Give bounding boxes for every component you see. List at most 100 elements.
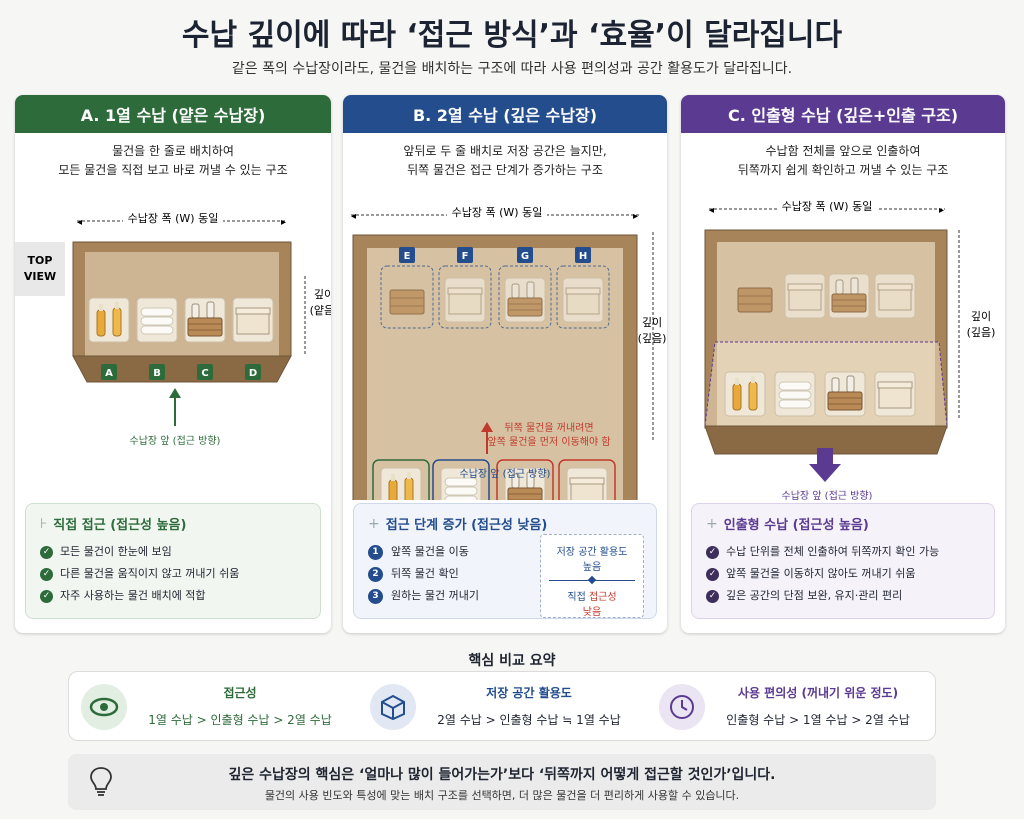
note-text: 수납 단위를 전체 인출하여 뒤쪽까지 확인 가능 — [726, 545, 940, 558]
panel-a-desc-line: 모든 물건을 직접 보고 바로 꺼낼 수 있는 구조 — [58, 163, 288, 177]
summary-label: 접근성 — [223, 686, 257, 700]
step-text: 원하는 물건 꺼내기 — [391, 589, 479, 602]
box-icon — [232, 297, 274, 343]
down-arrow-icon — [809, 464, 841, 482]
summary-value: 2열 수납 > 인출형 수납 ≒ 1열 수납 — [437, 713, 621, 727]
check-icon: ✓ — [40, 589, 53, 603]
bottles-icon — [88, 297, 130, 343]
note-text: 모든 물건이 한눈에 보임 — [60, 545, 172, 558]
note-title: 접근 단계 증가 (접근성 낮음) — [385, 518, 548, 533]
plus-icon: + — [368, 515, 380, 532]
step-number-icon: 1 — [368, 544, 383, 560]
summary-label: 사용 편의성 (꺼내기 위운 정도) — [737, 686, 899, 700]
check-icon: ✓ — [706, 545, 719, 559]
page-title: 수납 깊이에 따라 ‘접근 방식’과 ‘효율’이 달라집니다 — [181, 18, 843, 53]
warning-text: 앞쪽 물건을 먼저 이동해야 함 — [487, 435, 610, 448]
list-item: ✓ 수납 단위를 전체 인출하여 뒤쪽까지 확인 가능 — [706, 541, 980, 563]
step-number-icon: 2 — [368, 566, 383, 582]
slot-label: G — [521, 251, 529, 262]
depth-label: 깊이 — [642, 316, 662, 329]
panel-a-description: 물건을 한 줄로 배치하여 모든 물건을 직접 보고 바로 꺼낼 수 있는 구조 — [15, 142, 331, 180]
basket-icon — [184, 297, 226, 343]
panel-a-header: A. 1열 수납 (얕은 수납장) — [15, 95, 331, 133]
tradeoff-bottom: 직접 — [567, 592, 586, 603]
panel-b-description: 앞뒤로 두 줄 배치로 저장 공간은 늘지만, 뒤쪽 물건은 접근 단계가 증가… — [343, 142, 667, 180]
pullout-illustration: ◂▸ 수납장 폭 (W) 동일 수납장 앞 (접근 방향) 깊이 (깊음) — [704, 200, 995, 500]
svg-text:▸: ▸ — [633, 211, 638, 222]
panel-c-description: 수납함 전체를 앞으로 인출하여 뒤쪽까지 쉽게 확인하고 꺼낼 수 있는 구조 — [681, 142, 1005, 180]
check-icon: ✓ — [40, 567, 53, 581]
box-icon — [874, 371, 916, 417]
front-label: 수납장 앞 (접근 방향) — [130, 435, 221, 447]
tradeoff-top: 높음 — [582, 562, 602, 573]
panel-b-desc-line: 앞뒤로 두 줄 배치로 저장 공간은 늘지만, — [403, 144, 607, 158]
tradeoff-box: 저장 공간 활용도 높음 직접 접근성 낮음 — [540, 534, 644, 618]
list-item: ✓ 다른 물건을 움직이지 않고 꺼내기 쉬움 — [40, 563, 306, 585]
tradeoff-bottom: 낮음 — [582, 607, 602, 618]
summary-box: 접근성 1열 수납 > 인출형 수납 > 2열 수납 저장 공간 활용도 2열 … — [68, 671, 936, 741]
slot-label: B — [153, 368, 161, 379]
front-label: 수납장 앞 (접근 방향) — [782, 490, 873, 500]
bottles-icon — [724, 371, 766, 417]
top-view-badge — [15, 242, 65, 296]
list-item: ✓ 모든 물건이 한눈에 보임 — [40, 541, 306, 563]
panel-single-row: A. 1열 수납 (얕은 수납장) 물건을 한 줄로 배치하여 모든 물건을 직… — [15, 95, 331, 633]
width-label: 수납장 폭 (W) 동일 — [452, 205, 543, 219]
summary-convenience: 사용 편의성 (꺼내기 위운 정도) 인출형 수납 > 1열 수납 > 2열 수… — [647, 672, 936, 742]
step-item: 1 앞쪽 물건을 이동 — [368, 541, 642, 563]
width-label: 수납장 폭 (W) 동일 — [128, 211, 219, 225]
up-arrow-icon — [481, 422, 493, 432]
tradeoff-bottom: 접근성 — [588, 592, 617, 603]
panel-a-notes: ⊦직접 접근 (접근성 높음) ✓모든 물건이 한눈에 보임 ✓다른 물건을 움… — [25, 503, 321, 619]
plus-icon: + — [706, 515, 718, 532]
list-item: ✓앞쪽 물건을 이동하지 않아도 꺼내기 쉬움 — [706, 563, 980, 585]
step-item: 2 뒤쪽 물건 확인 — [368, 563, 642, 585]
summary-label: 저장 공간 활용도 — [486, 686, 572, 700]
up-arrow-icon — [169, 388, 181, 398]
check-icon: ✓ — [706, 567, 719, 581]
panel-c-notes: + 인출형 수납 (접근성 높음) ✓ 수납 단위를 전체 인출하여 뒤쪽까지 확인… — [691, 503, 995, 619]
panel-b-header: B. 2열 수납 (깊은 수납장) — [343, 95, 667, 133]
step-text: 앞쪽 물건을 이동 — [391, 545, 469, 558]
svg-text:▸: ▸ — [281, 217, 286, 228]
check-icon: ✓ — [40, 545, 53, 559]
warning-text: 뒤쪽 물건을 꺼내려면 — [504, 422, 593, 434]
note-title: 인출형 수납 (접근성 높음) — [723, 518, 869, 533]
panel-c-header: C. 인출형 수납 (깊은+인출 구조) — [681, 95, 1005, 133]
note-text: 자주 사용하는 물건 배치에 적합 — [60, 589, 206, 602]
towels-icon — [774, 371, 816, 417]
single-row-illustration: TOP VIEW ◂▸ 수납장 폭 (W) 동일 A B C D 깊이 (얕음)… — [15, 210, 331, 447]
list-item: ✓ 자주 사용하는 물건 배치에 적합 — [40, 585, 306, 607]
tip-main: 깊은 수납장의 핵심은 ‘얼마나 많이 들어가는가’보다 ‘뒤쪽까지 어떻게 접… — [228, 767, 776, 783]
box-icon — [370, 684, 416, 730]
slot-label: A — [105, 368, 113, 379]
tip-box: 깊은 수납장의 핵심은 ‘얼마나 많이 들어가는가’보다 ‘뒤쪽까지 어떻게 접… — [68, 754, 936, 810]
eye-icon — [81, 684, 127, 730]
summary-value: 1열 수납 > 인출형 수납 > 2열 수납 — [148, 713, 332, 727]
front-label: 수납장 앞 (접근 방향) — [459, 469, 551, 480]
clock-icon — [659, 684, 705, 730]
slot-label: E — [404, 251, 411, 262]
panel-double-row: B. 2열 수납 (깊은 수납장) 앞뒤로 두 줄 배치로 저장 공간은 늘지만… — [343, 95, 667, 633]
svg-text:◂: ◂ — [709, 205, 714, 216]
panel-c-desc-line: 수납함 전체를 앞으로 인출하여 — [765, 144, 921, 158]
step-number-icon: 3 — [368, 588, 383, 604]
depth-label: 깊이 — [971, 310, 991, 323]
depth-label: (깊음) — [638, 332, 667, 345]
slot-label: C — [201, 368, 208, 379]
towels-icon — [136, 297, 178, 343]
basket-icon — [824, 371, 866, 417]
tradeoff-top: 저장 공간 활용도 — [556, 547, 628, 558]
check-icon: ✓ — [706, 589, 719, 603]
step-text: 뒤쪽 물건 확인 — [391, 567, 459, 580]
note-text: 깊은 공간의 단점 보완, 유지·관리 편리 — [726, 589, 903, 602]
summary-title: 핵심 비교 요약 — [468, 653, 556, 669]
panel-b-desc-line: 뒤쪽 물건은 접근 단계가 증가하는 구조 — [407, 163, 603, 177]
list-item: ✓ 깊은 공간의 단점 보완, 유지·관리 편리 — [706, 585, 980, 607]
slot-label: D — [249, 368, 257, 379]
flag-icon: ⊦ — [40, 515, 48, 532]
top-view-label: TOP — [28, 254, 53, 267]
summary-storage: 저장 공간 활용도 2열 수납 > 인출형 수납 ≒ 1열 수납 — [358, 672, 647, 742]
note-text: 다른 물건을 움직이지 않고 꺼내기 쉬움 — [60, 567, 240, 580]
